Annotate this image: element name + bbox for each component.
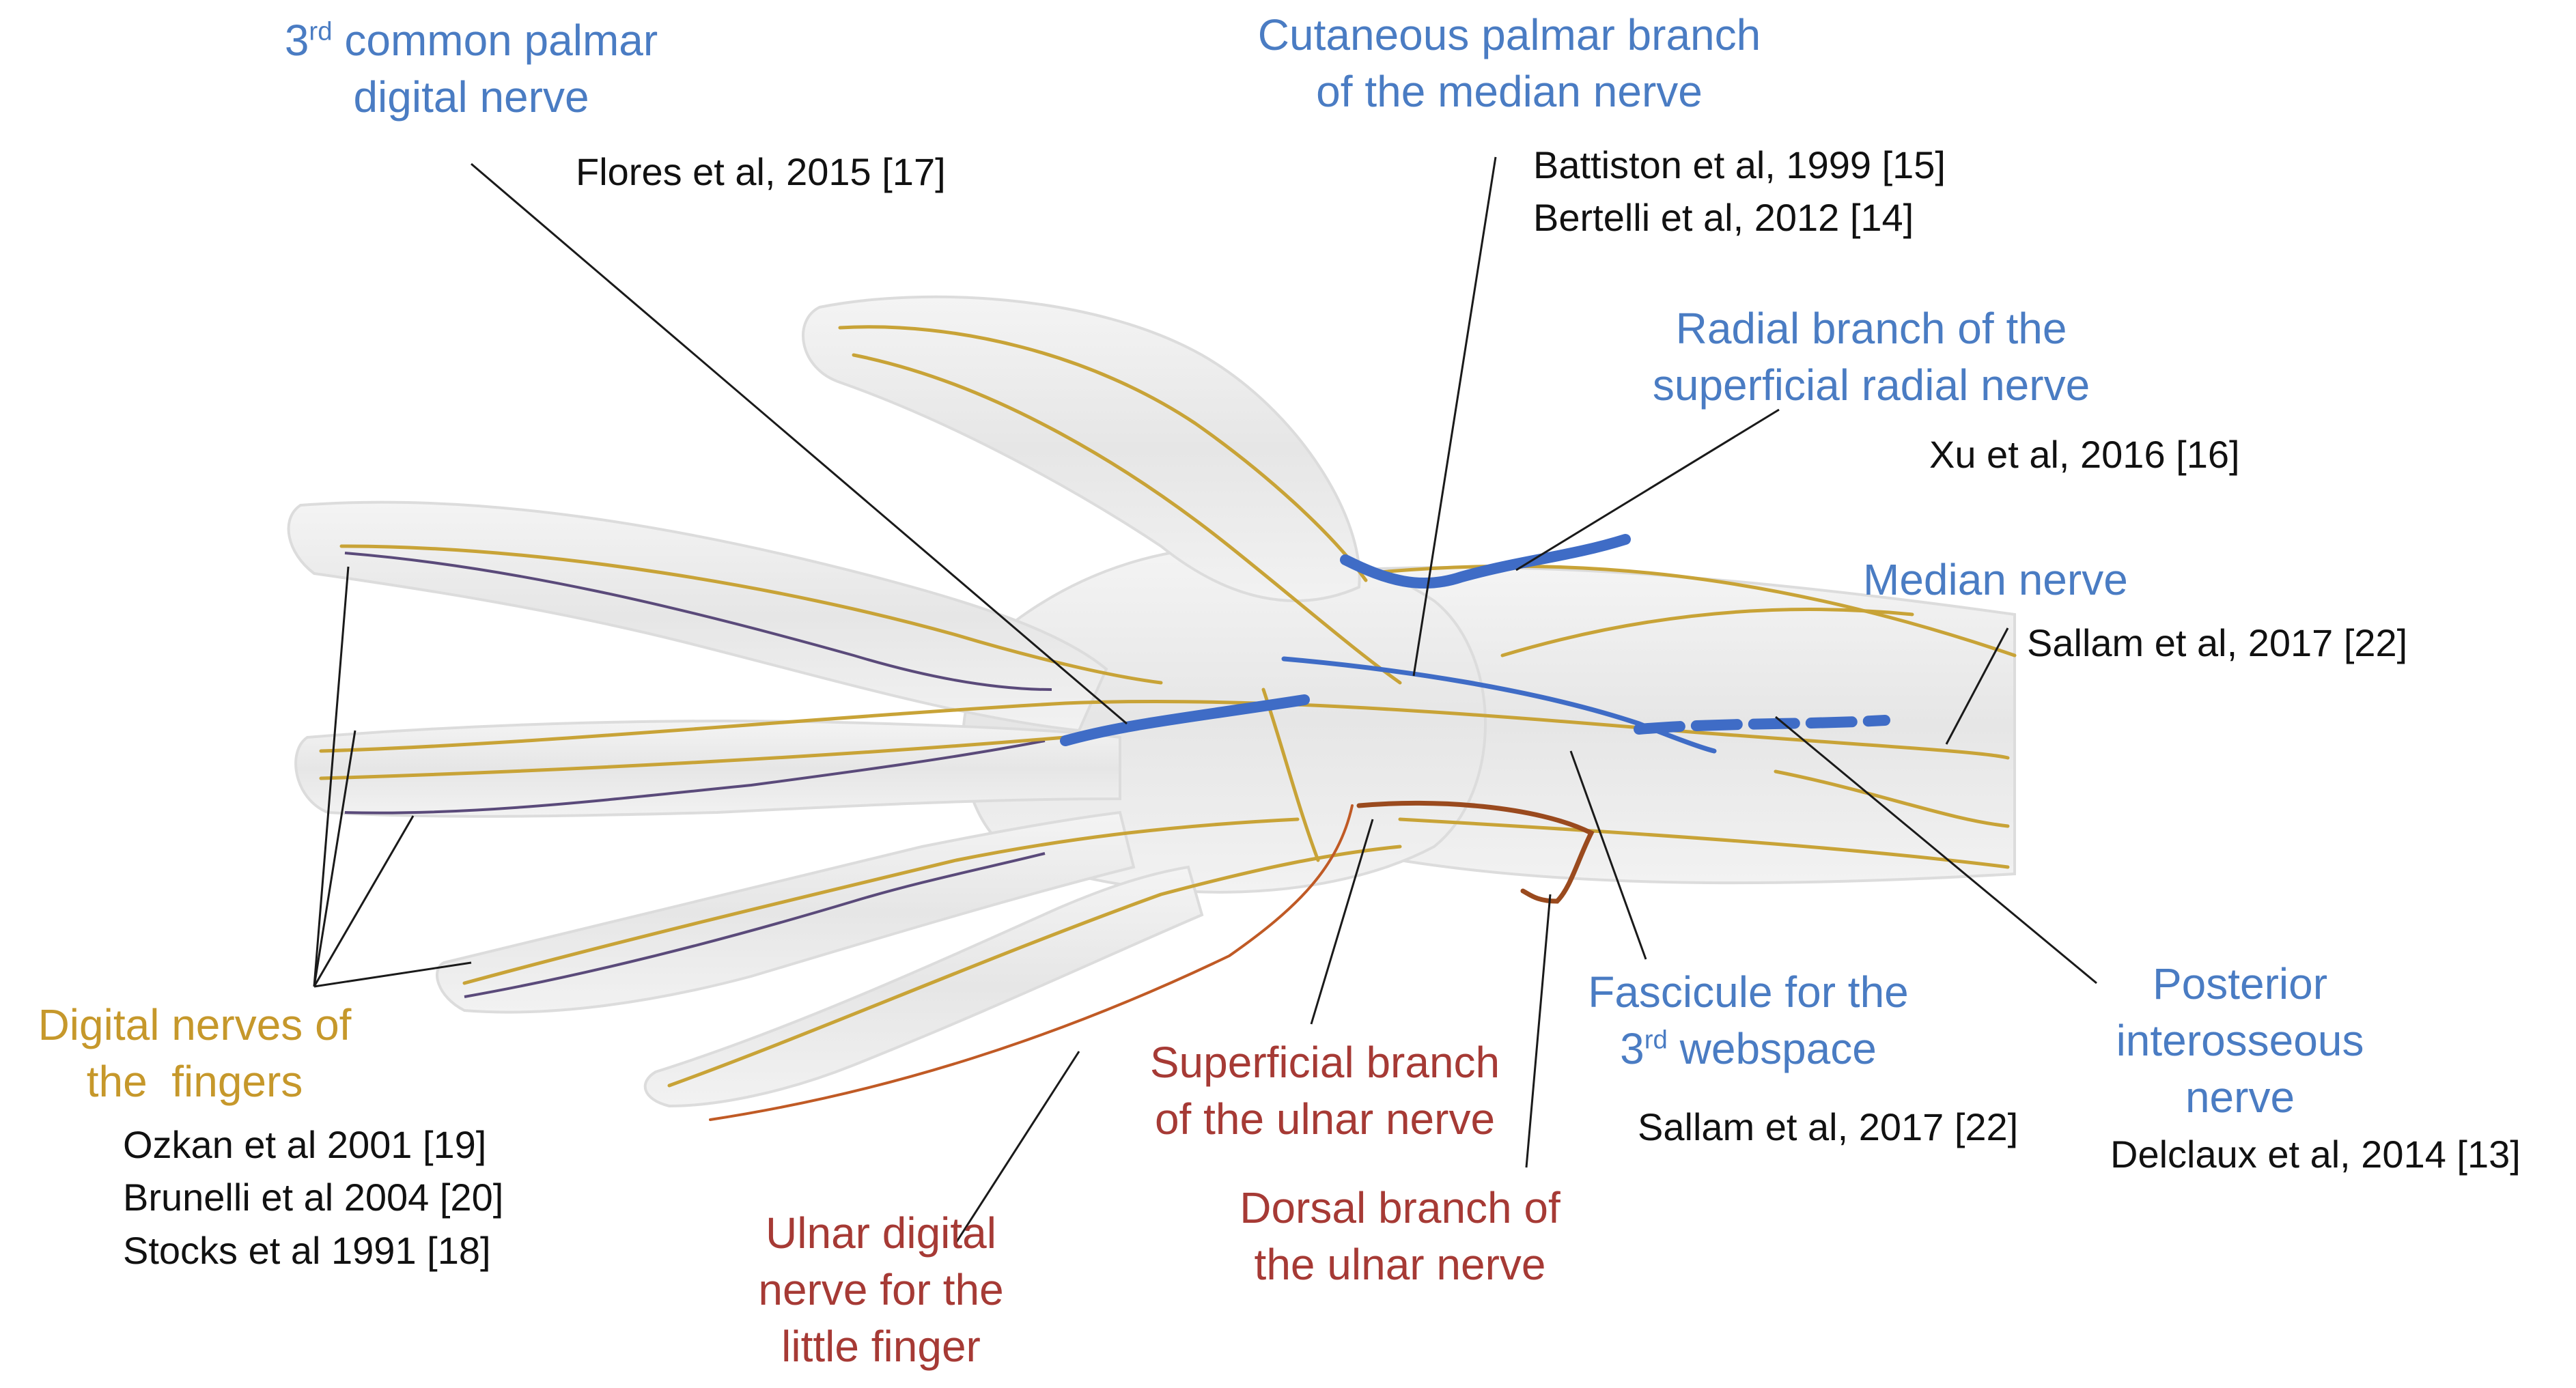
finger-contour-nerves [344, 552, 1052, 998]
reference-citation: Battiston et al, 1999 [15] [1533, 143, 1946, 186]
nerve-fiber [1398, 817, 2010, 869]
nerve-fiber [1261, 688, 1320, 862]
reference-sallam-median: Sallam et al, 2017 [22] [2027, 617, 2407, 669]
label-line: Ulnar digital [766, 1208, 996, 1258]
third-common-palmar-highlight [1060, 694, 1310, 746]
ulnar-digital-nerve-path [709, 804, 1354, 1121]
leader-digital-finger-3 [313, 815, 415, 987]
label-text: 3 [1620, 1024, 1644, 1074]
highlighted-nerve-segments [1060, 534, 1890, 754]
label-fascicule-third-webspace: Fascicule for the 3rd webspace [1537, 964, 1960, 1077]
leader-superficial-ulnar [1310, 819, 1374, 1025]
leader-posterior-interosseous [1775, 716, 2097, 985]
nerve-fiber [319, 699, 2010, 760]
index-finger-shape [287, 500, 1108, 733]
nerve-fiber [319, 735, 1067, 780]
nerve-fiber [838, 325, 1368, 582]
reference-citation: Ozkan et al 2001 [19] [123, 1123, 487, 1166]
label-line: 3rd webspace [1537, 1021, 1960, 1077]
leader-cutaneous-palmar [1412, 156, 1497, 677]
reference-sallam-webspace: Sallam et al, 2017 [22] [1638, 1101, 2018, 1153]
label-superscript: rd [1644, 1025, 1668, 1055]
label-line: of the ulnar nerve [1154, 1094, 1496, 1144]
index-finger-digital-nerve [344, 552, 1052, 691]
label-digital-nerves-of-fingers: Digital nerves of the fingers [14, 997, 376, 1110]
label-median-nerve: Median nerve [1863, 552, 2128, 608]
nerve-fiber [852, 353, 1402, 685]
label-line: interosseous [2116, 1016, 2364, 1066]
leader-radial-branch [1515, 408, 1780, 571]
label-line: Superficial branch [1149, 1038, 1500, 1087]
reference-flores: Flores et al, 2015 [17] [576, 145, 946, 198]
label-superficial-branch-ulnar: Superficial branch of the ulnar nerve [1113, 1034, 1537, 1148]
reference-citation: Delclaux et al, 2014 [13] [2110, 1133, 2521, 1176]
label-line: nerve for the [758, 1265, 1004, 1315]
leader-digital-finger-2 [313, 730, 356, 987]
label-superscript: rd [309, 16, 333, 46]
label-radial-branch: Radial branch of the superficial radial … [1598, 300, 2144, 414]
reference-citation: Bertelli et al, 2012 [14] [1533, 196, 1914, 240]
leader-median-nerve [1945, 627, 2009, 745]
label-dorsal-branch-ulnar: Dorsal branch of the ulnar nerve [1188, 1180, 1612, 1293]
reference-citation: Flores et al, 2015 [17] [576, 150, 946, 193]
reference-citation: Brunelli et al 2004 [20] [123, 1176, 504, 1219]
label-line: Cutaneous palmar branch [1257, 10, 1761, 59]
nerve-fiber [1364, 564, 2017, 657]
label-posterior-interosseous: Posterior interosseous nerve [2090, 956, 2390, 1127]
label-ulnar-digital-nerve: Ulnar digital nerve for the little finge… [710, 1205, 1052, 1376]
nerve-fiber [462, 817, 1300, 985]
radial-branch-highlight [1340, 534, 1631, 589]
label-text: common palmar [332, 16, 658, 65]
middle-finger-shape [294, 720, 1121, 818]
nerve-fiber-network [319, 325, 2017, 1088]
middle-finger-digital-nerve [344, 739, 1046, 815]
label-third-common-palmar-digital-nerve: 3rd common palmar digital nerve [260, 12, 683, 126]
leader-ulnar-digital [955, 1051, 1080, 1243]
nerve-fiber [1774, 769, 2010, 828]
label-line: the fingers [86, 1057, 303, 1107]
label-line: Radial branch of the [1675, 304, 2067, 353]
label-line: Posterior [2152, 959, 2328, 1008]
label-text: webspace [1667, 1024, 1877, 1074]
reference-ozkan-brunelli-stocks: Ozkan et al 2001 [19] Brunelli et al 200… [123, 1118, 503, 1277]
label-text: 3 [284, 16, 309, 65]
nerve-fiber [1500, 608, 1914, 657]
reference-xu: Xu et al, 2016 [16] [1929, 428, 2240, 481]
reference-battiston-bertelli: Battiston et al, 1999 [15] Bertelli et a… [1533, 139, 1946, 244]
label-cutaneous-palmar-branch: Cutaneous palmar branch of the median ne… [1229, 7, 1789, 120]
label-line: Fascicule for the [1588, 967, 1909, 1017]
label-line: nerve [2185, 1073, 2295, 1122]
median-nerve-highlight [1634, 715, 1890, 735]
label-line: 3rd common palmar [260, 12, 683, 69]
leader-third-common-palmar [471, 162, 1128, 725]
leader-digital-finger-4 [313, 961, 472, 988]
ring-finger-digital-nerve [464, 852, 1046, 998]
leader-lines [313, 156, 2097, 1243]
label-line: Dorsal branch of [1240, 1183, 1560, 1232]
label-line: Median nerve [1863, 555, 2128, 604]
label-line: little finger [781, 1322, 981, 1372]
leader-dorsal-ulnar [1525, 894, 1552, 1168]
reference-delclaux: Delclaux et al, 2014 [13] [2110, 1128, 2521, 1180]
ring-finger-shape [436, 810, 1136, 1014]
leader-fascicule-webspace [1569, 750, 1647, 960]
reference-citation: Sallam et al, 2017 [22] [1638, 1105, 2019, 1148]
cutaneous-palmar-highlight [1281, 656, 1717, 754]
leader-digital-finger-1 [313, 566, 350, 987]
ulnar-nerve-paths [709, 800, 1595, 1121]
reference-citation: Xu et al, 2016 [16] [1929, 433, 2240, 476]
dorsal-ulnar-nerve-path [1356, 800, 1595, 904]
label-line: the ulnar nerve [1254, 1240, 1546, 1290]
label-line: digital nerve [353, 72, 589, 122]
label-line: of the median nerve [1316, 67, 1703, 117]
label-line: Digital nerves of [38, 1000, 352, 1049]
reference-citation: Sallam et al, 2017 [22] [2027, 621, 2408, 664]
label-line: superficial radial nerve [1652, 360, 2090, 410]
thumb-shape [802, 295, 1361, 602]
reference-citation: Stocks et al 1991 [18] [123, 1228, 491, 1272]
nerve-fiber [339, 544, 1163, 685]
